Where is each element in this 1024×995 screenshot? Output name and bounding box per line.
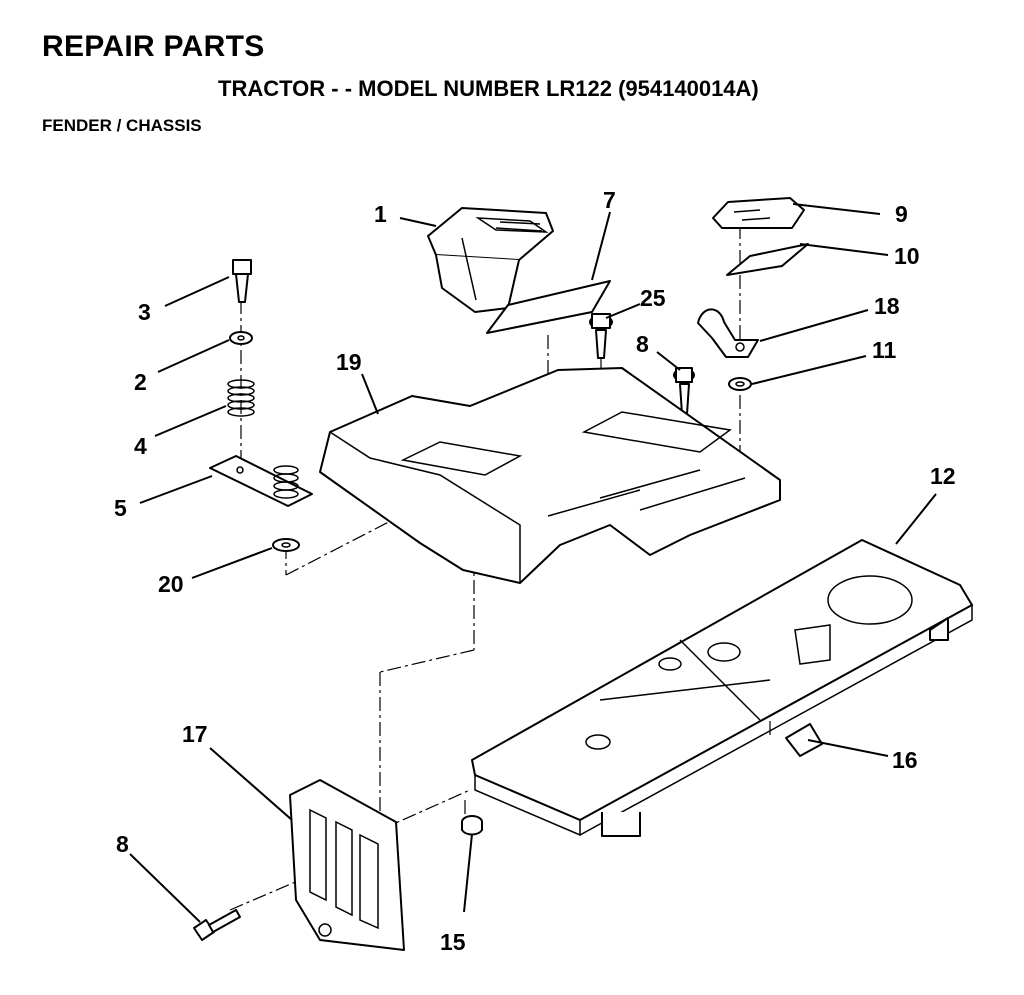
callout-9: 9 xyxy=(895,201,908,227)
part-3-bolt xyxy=(232,259,252,303)
part-1-storage-tray xyxy=(427,207,554,313)
callout-1: 1 xyxy=(374,201,387,227)
part-8-bolt-lower xyxy=(193,909,241,941)
part-17-plate xyxy=(289,779,405,951)
part-25-bolt xyxy=(589,313,613,359)
part-10-plate xyxy=(726,243,809,276)
part-7-decal xyxy=(486,280,611,334)
part-19-fender xyxy=(319,367,781,584)
callout-5: 5 xyxy=(114,495,127,521)
part-9-cover xyxy=(712,197,805,229)
part-16-bracket xyxy=(785,723,823,757)
part-2-washer xyxy=(229,331,253,345)
callout-16: 16 xyxy=(892,747,918,773)
part-20-washer xyxy=(272,538,300,552)
callout-10: 10 xyxy=(894,243,920,269)
part-8-bolt-upper xyxy=(673,367,695,415)
model-subtitle: TRACTOR - - MODEL NUMBER LR122 (95414001… xyxy=(218,76,759,101)
page-title: REPAIR PARTS xyxy=(42,30,265,63)
callout-7: 7 xyxy=(603,187,616,213)
callout-17: 17 xyxy=(182,721,208,747)
callout-3: 3 xyxy=(138,299,151,325)
callout-25: 25 xyxy=(640,285,666,311)
callout-20: 20 xyxy=(158,571,184,597)
part-11-nut xyxy=(728,377,752,391)
callout-12: 12 xyxy=(930,463,956,489)
part-5-plate xyxy=(209,455,313,507)
part-12-frame xyxy=(471,539,973,837)
callout-4: 4 xyxy=(134,433,147,459)
callout-18: 18 xyxy=(874,293,900,319)
part-4-spring xyxy=(227,379,255,417)
callout-19: 19 xyxy=(336,349,362,375)
callout-8-upper: 8 xyxy=(636,331,649,357)
callout-11: 11 xyxy=(872,337,897,363)
part-15-nut xyxy=(461,815,483,836)
leader-lines xyxy=(129,203,937,923)
callout-2: 2 xyxy=(134,369,147,395)
callout-15: 15 xyxy=(440,929,466,955)
callouts: 1 7 9 10 3 25 18 8 11 2 19 4 12 5 20 17 … xyxy=(114,187,956,955)
part-18-clip xyxy=(697,308,759,358)
section-heading: FENDER / CHASSIS xyxy=(42,116,202,135)
callout-8-lower: 8 xyxy=(116,831,129,857)
